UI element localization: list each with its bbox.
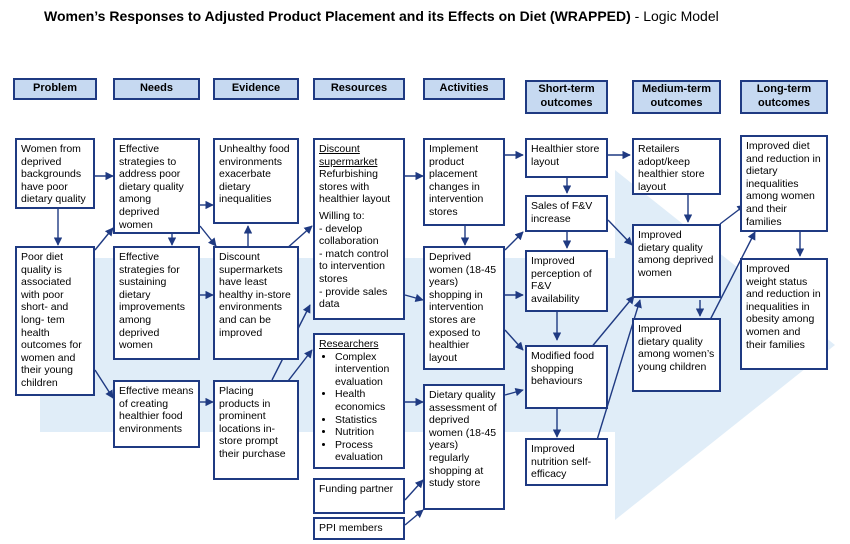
needs-box-1: Effective strategies to address poor die… [113,138,200,234]
header-long-term: Long-term outcomes [740,80,828,114]
short-term-box-4: Modified food shopping behaviours [525,345,608,409]
long-term-box-2: Improved weight status and reduction in … [740,258,828,370]
header-resources: Resources [313,78,405,100]
discount-supermarket-text: Refurbishing stores with healthier layou… [319,168,391,206]
researchers-item: Nutrition [335,426,399,439]
arrow-a2-s2 [504,231,524,251]
resources-discount-box: Discount supermarket Refurbishing stores… [313,138,405,320]
arrow-s2-m2 [607,219,633,246]
arrow-funding-a3 [404,479,424,501]
short-term-box-5: Improved nutrition self-efficacy [525,438,608,486]
researchers-item: Complex intervention evaluation [335,351,399,389]
page-title: Women’s Responses to Adjusted Product Pl… [44,8,719,24]
arrow-a3-s4 [504,387,524,397]
resources-researchers-box: Researchers Complex intervention evaluat… [313,333,405,469]
activities-box-3: Dietary quality assessment of deprived w… [423,384,505,510]
medium-term-box-2: Improved dietary quality among deprived … [632,224,721,298]
arrow-n1-e2 [199,225,217,247]
discount-supermarket-title: Discount supermarket [319,143,378,168]
problem-box-1: Women from deprived backgrounds have poo… [15,138,95,209]
arrow-p2-n1 [94,227,114,251]
header-evidence: Evidence [213,78,299,100]
needs-box-2: Effective strategies for sustaining diet… [113,246,200,360]
evidence-box-3: Placing products in prominent locations … [213,380,299,480]
short-term-box-3: Improved perception of F&V availability [525,250,608,312]
activities-box-2: Deprived women (18-45 years) shopping in… [423,246,505,370]
resources-ppi-box: PPI members [313,517,405,540]
arrow-e3-r2 [284,349,313,386]
researchers-list: Complex intervention evaluation Health e… [319,351,399,464]
header-medium-term: Medium-term outcomes [632,80,721,114]
resources-funding-box: Funding partner [313,478,405,514]
evidence-box-2: Discount supermarkets have least healthy… [213,246,299,360]
arrow-m3-l1 [709,231,756,321]
header-activities: Activities [423,78,505,100]
researchers-title: Researchers [319,338,379,350]
willing-to-text: Willing to: - develop collaboration - ma… [319,209,389,311]
arrow-r1-a2 [404,293,424,303]
researchers-item: Process evaluation [335,439,399,464]
researchers-item: Statistics [335,414,399,427]
header-needs: Needs [113,78,200,100]
arrow-a2-s4 [504,329,524,351]
short-term-box-2: Sales of F&V increase [525,195,608,232]
header-short-term: Short-term outcomes [525,80,608,114]
activities-box-1: Implement product placement changes in i… [423,138,505,226]
researchers-item: Health economics [335,388,399,413]
title-main: Women’s Responses to Adjusted Product Pl… [44,8,631,24]
problem-box-2: Poor diet quality is associated with poo… [15,246,95,396]
arrow-p2-n3 [94,369,114,399]
title-suffix: - Logic Model [630,8,719,24]
needs-box-3: Effective means of creating healthier fo… [113,380,200,448]
arrow-ppi-a3 [404,509,424,526]
evidence-box-1: Unhealthy food environments exacerbate d… [213,138,299,224]
long-term-box-1: Improved diet and reduction in dietary i… [740,135,828,232]
medium-term-box-3: Improved dietary quality among women’s y… [632,318,721,392]
header-problem: Problem [13,78,97,100]
medium-term-box-1: Retailers adopt/keep healthier store lay… [632,138,721,195]
short-term-box-1: Healthier store layout [525,138,608,178]
